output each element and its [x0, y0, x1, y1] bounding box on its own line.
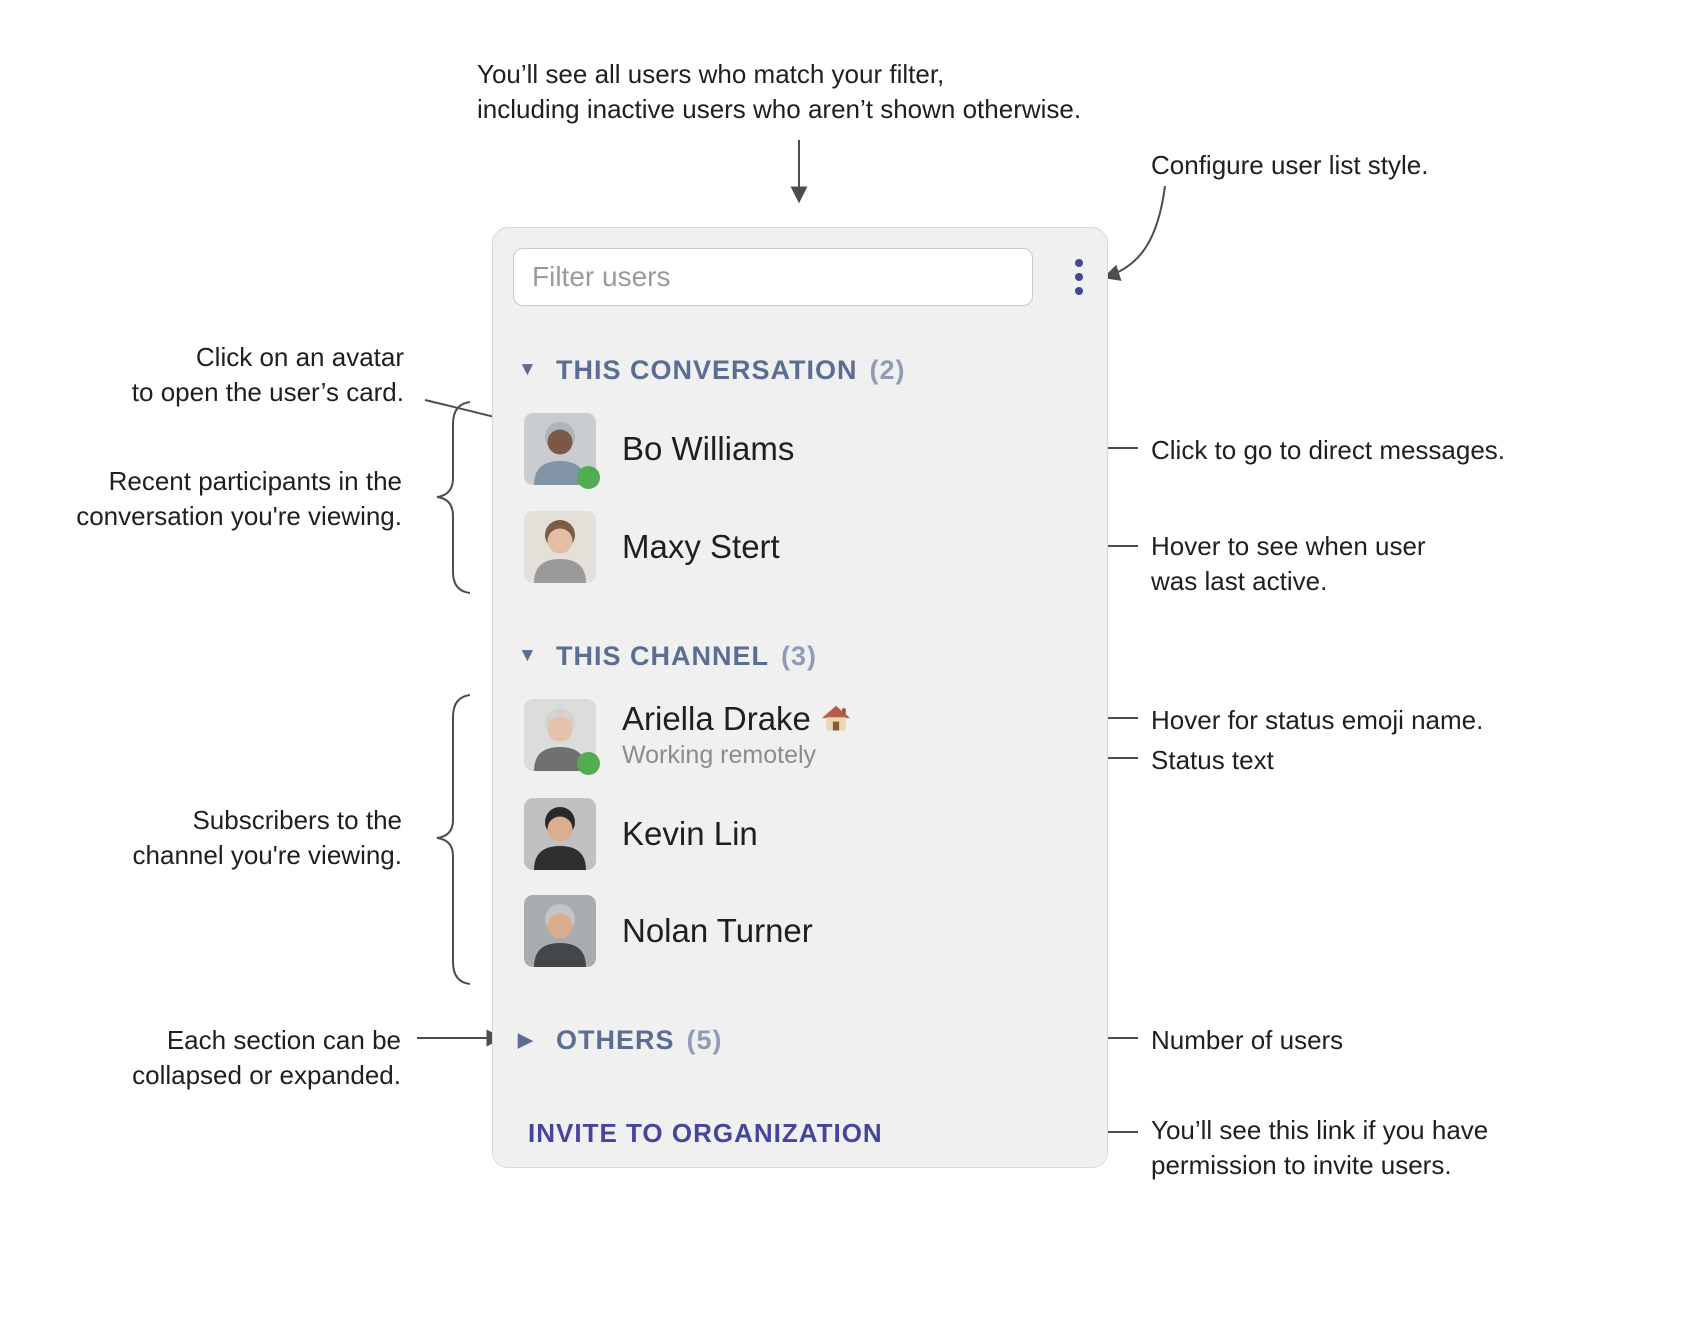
user-name[interactable]: Ariella Drake	[622, 700, 811, 737]
user-status-text: Working remotely	[622, 741, 817, 769]
annotation-line: Hover to see when user	[1151, 531, 1426, 561]
annotation-line: to open the user’s card.	[131, 377, 404, 407]
online-status-dot	[577, 752, 600, 775]
section-header-this-channel[interactable]: ▼ THIS CHANNEL (3)	[518, 639, 817, 673]
user-list-menu-kebab-icon[interactable]	[1071, 255, 1087, 299]
annotation-line: You’ll see all users who match your filt…	[477, 59, 945, 89]
annotation-invite-note: You’ll see this link if you have permiss…	[1151, 1113, 1488, 1183]
expand-triangle-icon[interactable]: ▶	[518, 1029, 534, 1051]
annotation-dm-note: Click to go to direct messages.	[1151, 435, 1506, 465]
avatar-bo-williams[interactable]	[524, 413, 600, 489]
filter-users-input[interactable]	[513, 248, 1033, 306]
avatar-image	[524, 895, 596, 967]
annotation-line: was last active.	[1151, 566, 1328, 596]
annotation-line: conversation you're viewing.	[76, 501, 402, 531]
filter-row	[513, 248, 1089, 306]
avatar-image	[524, 798, 596, 870]
annotation-line: Each section can be	[166, 1025, 401, 1055]
kebab-dot	[1075, 259, 1083, 267]
user-list-panel: ▼ THIS CONVERSATION (2) Bo Williams	[492, 227, 1108, 1168]
annotation-status-text-note: Status text	[1151, 745, 1274, 775]
section-header-others[interactable]: ▶ OTHERS (5)	[518, 1023, 723, 1057]
collapse-triangle-icon[interactable]: ▼	[518, 645, 538, 666]
section-count: (5)	[686, 1024, 723, 1055]
annotation-line: Subscribers to the	[192, 805, 402, 835]
user-name[interactable]: Kevin Lin	[622, 815, 758, 852]
annotation-filter-note: You’ll see all users who match your filt…	[477, 57, 1081, 127]
annotation-line: You’ll see this link if you have	[1151, 1115, 1489, 1145]
section-label: OTHERS	[556, 1024, 675, 1055]
section-label: THIS CHANNEL	[556, 640, 769, 671]
user-name[interactable]: Bo Williams	[622, 430, 795, 467]
annotation-count-note: Number of users	[1151, 1025, 1344, 1055]
section-count: (2)	[869, 354, 906, 385]
avatar-maxy-stert[interactable]	[524, 511, 596, 583]
annotation-avatar-note: Click on an avatar to open the user’s ca…	[104, 340, 404, 410]
avatar-kevin-lin[interactable]	[524, 798, 596, 870]
annotation-participants-note: Recent participants in the conversation …	[40, 464, 402, 534]
annotation-status-emoji-note: Hover for status emoji name.	[1151, 705, 1484, 735]
annotation-subscribers-note: Subscribers to the channel you're viewin…	[100, 803, 402, 873]
annotation-line: including inactive users who aren’t show…	[477, 94, 1082, 124]
user-row-bo-williams[interactable]: Bo Williams	[524, 413, 795, 489]
section-count: (3)	[781, 640, 817, 671]
avatar-image	[524, 511, 596, 583]
invite-to-organization-link[interactable]: INVITE TO ORGANIZATION	[528, 1118, 883, 1148]
user-row-kevin-lin[interactable]: Kevin Lin	[524, 798, 758, 870]
user-row-nolan-turner[interactable]: Nolan Turner	[524, 895, 813, 967]
annotation-line: Recent participants in the	[108, 466, 402, 496]
collapse-triangle-icon[interactable]: ▼	[518, 359, 538, 380]
avatar-nolan-turner[interactable]	[524, 895, 596, 967]
user-row-maxy-stert[interactable]: Maxy Stert	[524, 511, 780, 583]
avatar-ariella-drake[interactable]	[524, 699, 600, 775]
annotation-line: permission to invite users.	[1151, 1150, 1452, 1180]
annotation-line: collapsed or expanded.	[132, 1060, 401, 1090]
kebab-dot	[1075, 273, 1083, 281]
user-row-ariella-drake[interactable]: Ariella Drake Working remotely	[524, 699, 851, 775]
annotation-last-active-note: Hover to see when user was last active.	[1151, 529, 1426, 599]
online-status-dot	[577, 466, 600, 489]
annotation-line: channel you're viewing.	[132, 840, 402, 870]
user-name[interactable]: Maxy Stert	[622, 528, 780, 565]
annotation-configure-note: Configure user list style.	[1151, 150, 1429, 180]
kebab-dot	[1075, 287, 1083, 295]
home-status-emoji-icon[interactable]	[821, 704, 851, 734]
section-header-this-conversation[interactable]: ▼ THIS CONVERSATION (2)	[518, 353, 906, 387]
annotation-line: Click on an avatar	[195, 342, 404, 372]
user-name[interactable]: Nolan Turner	[622, 912, 813, 949]
section-label: THIS CONVERSATION	[556, 354, 858, 385]
user-text-block: Ariella Drake Working remotely	[622, 700, 851, 770]
annotation-collapse-note: Each section can be collapsed or expande…	[95, 1023, 401, 1093]
